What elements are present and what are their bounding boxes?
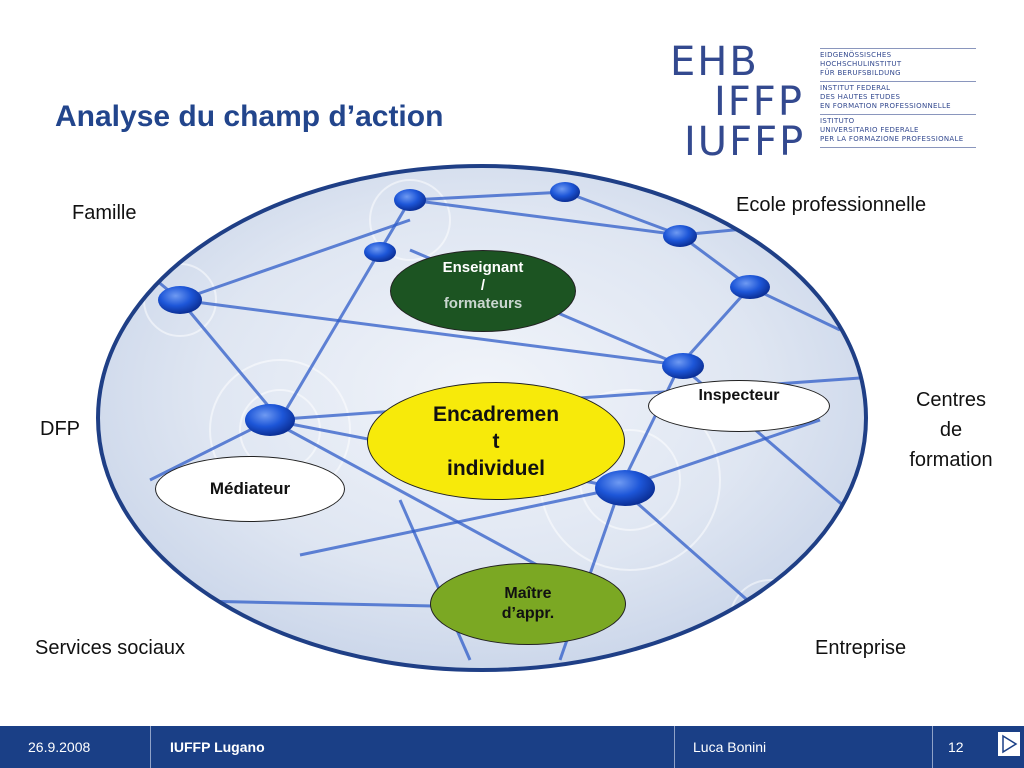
logo-text: UNIVERSITARIO FEDERALE — [820, 126, 919, 134]
footer-bar: 26.9.2008 IUFFP Lugano Luca Bonini 12 — [0, 726, 1024, 768]
label-line: de — [939, 419, 963, 441]
node-line: Maître — [504, 585, 552, 602]
logo-text: EN FORMATION PROFESSIONNELLE — [820, 102, 951, 110]
node-line: Encadremen — [432, 402, 560, 426]
play-arrow-icon — [1002, 734, 1018, 754]
logo-text: HOCHSCHULINSTITUT — [820, 60, 902, 68]
label-entreprise: Entreprise — [815, 637, 907, 659]
node-line: individuel — [446, 456, 545, 480]
label-line: Centres — [915, 389, 987, 411]
next-slide-button[interactable] — [997, 731, 1021, 757]
logo-text: ISTITUTO — [820, 117, 855, 125]
node-inspecteur: Inspecteur — [648, 380, 830, 432]
institution-logo: EHB IFFP IUFFP — [668, 42, 808, 164]
logo-text: FÜR BERUFSBILDUNG — [820, 69, 901, 77]
node-label: Médiateur — [209, 479, 291, 498]
label-services-sociaux: Services sociaux — [35, 637, 186, 659]
node-enseignant-formateurs: Enseignant / formateurs — [390, 250, 576, 332]
network-border — [96, 164, 868, 672]
label-line: formation — [909, 449, 993, 471]
logo-text: INSTITUT FEDERAL — [820, 84, 891, 92]
node-line: Enseignant — [442, 259, 524, 276]
node-line: formateurs — [443, 295, 523, 312]
footer-divider — [150, 726, 151, 768]
logo-text: EIDGENÖSSISCHES — [820, 51, 892, 59]
logo-block-italian: ISTITUTO UNIVERSITARIO FEDERALE PER LA F… — [820, 114, 976, 148]
label-centres-de-formation: Centres de formation — [896, 385, 1006, 475]
node-line: d’appr. — [501, 605, 555, 622]
footer-organization: IUFFP Lugano — [170, 739, 265, 755]
slide-title: Analyse du champ d’action — [55, 100, 444, 133]
footer-date: 26.9.2008 — [28, 739, 91, 755]
node-maitre-apprentissage: Maître d’appr. — [430, 563, 626, 645]
footer-divider — [932, 726, 933, 768]
label-famille: Famille — [72, 202, 137, 224]
logo-block-french: INSTITUT FEDERAL DES HAUTES ETUDES EN FO… — [820, 81, 976, 114]
footer-divider — [674, 726, 675, 768]
footer-page-number: 12 — [948, 739, 964, 755]
node-mediateur: Médiateur — [155, 456, 345, 522]
label-ecole-professionnelle: Ecole professionnelle — [736, 194, 927, 216]
logo-text: PER LA FORMAZIONE PROFESSIONALE — [820, 135, 964, 143]
label-dfp: DFP — [40, 418, 80, 440]
node-line: t — [492, 429, 500, 453]
node-encadrement-individuel: Encadremen t individuel — [367, 382, 625, 500]
logo-block-german: EIDGENÖSSISCHES HOCHSCHULINSTITUT FÜR BE… — [820, 48, 976, 81]
logo-acronym-ehb: EHB — [670, 39, 759, 85]
footer-author: Luca Bonini — [693, 739, 767, 755]
logo-institution-names: EIDGENÖSSISCHES HOCHSCHULINSTITUT FÜR BE… — [820, 48, 976, 148]
node-label: Inspecteur — [698, 387, 780, 404]
logo-acronym-iffp: IFFP — [714, 79, 804, 125]
logo-acronym-iuffp: IUFFP — [684, 119, 806, 165]
node-line: / — [480, 277, 486, 294]
logo-text: DES HAUTES ETUDES — [820, 93, 901, 101]
